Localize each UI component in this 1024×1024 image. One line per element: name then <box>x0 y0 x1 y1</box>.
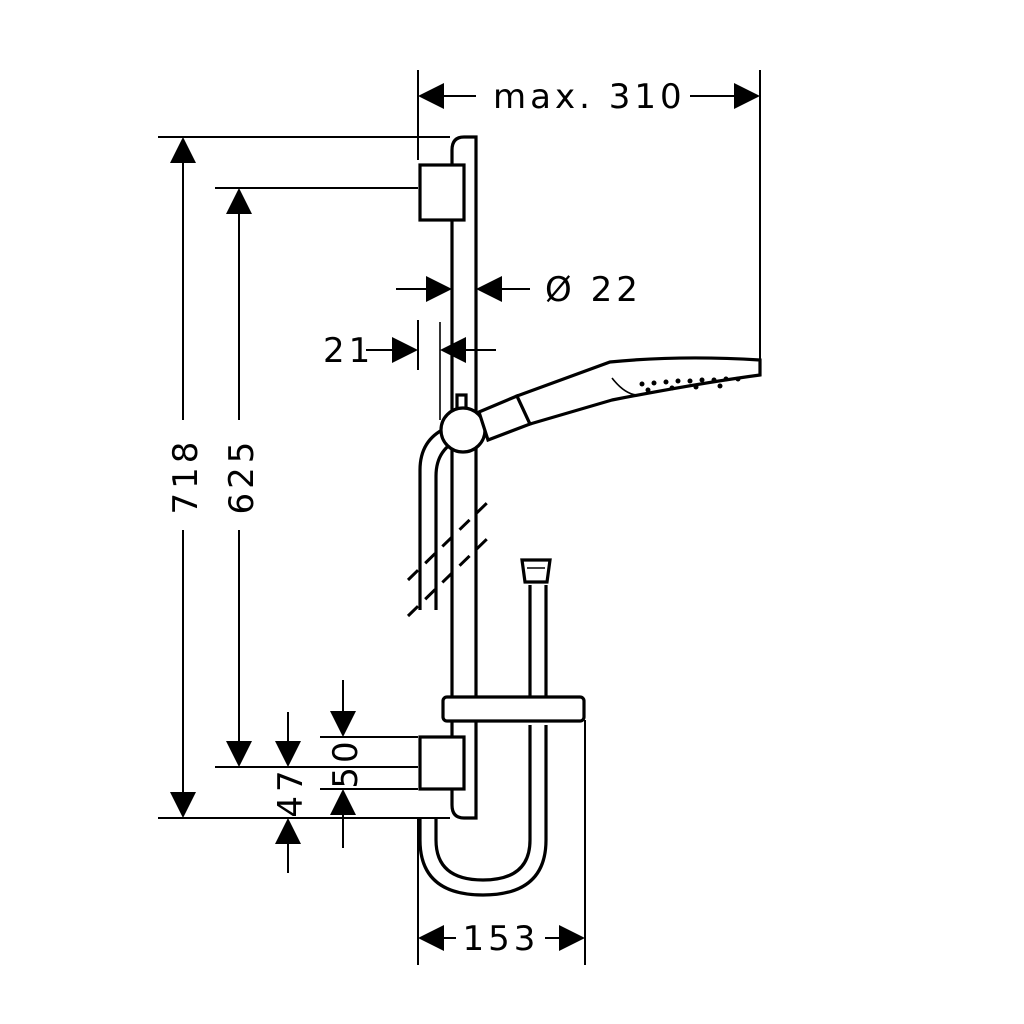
label-wall-offset: 21 <box>323 331 374 371</box>
spray-nozzles <box>639 376 741 393</box>
dimension-bottom-offset: 47 <box>271 712 311 873</box>
dimension-hose-width: 153 <box>417 720 586 965</box>
label-bottom-offset: 47 <box>271 766 311 817</box>
soap-shelf <box>441 695 586 723</box>
hose-connector <box>520 558 552 584</box>
label-rod-height: 625 <box>222 438 262 515</box>
slide-rail <box>439 135 478 820</box>
dimension-wall-offset: 21 <box>323 320 496 371</box>
label-bracket-height: 50 <box>326 737 366 788</box>
slider-knob <box>439 393 487 454</box>
dimension-rod-diameter: Ø 22 <box>396 270 642 310</box>
hand-shower <box>477 356 762 443</box>
dimension-total-height: 718 <box>158 136 450 819</box>
dimension-bracket-height: 50 <box>320 680 418 848</box>
shower-set-product <box>406 135 762 897</box>
label-total-height: 718 <box>166 438 206 515</box>
label-rod-diameter: Ø 22 <box>545 270 642 310</box>
break-marks <box>406 498 492 618</box>
dimension-max-width: max. 310 <box>417 70 761 362</box>
label-max-width: max. 310 <box>493 77 686 117</box>
shower-hose <box>418 426 548 897</box>
top-wall-bracket <box>418 163 466 222</box>
label-hose-width: 153 <box>463 919 540 959</box>
dimension-rod-height: 625 <box>215 187 418 768</box>
bottom-wall-bracket <box>418 735 466 791</box>
